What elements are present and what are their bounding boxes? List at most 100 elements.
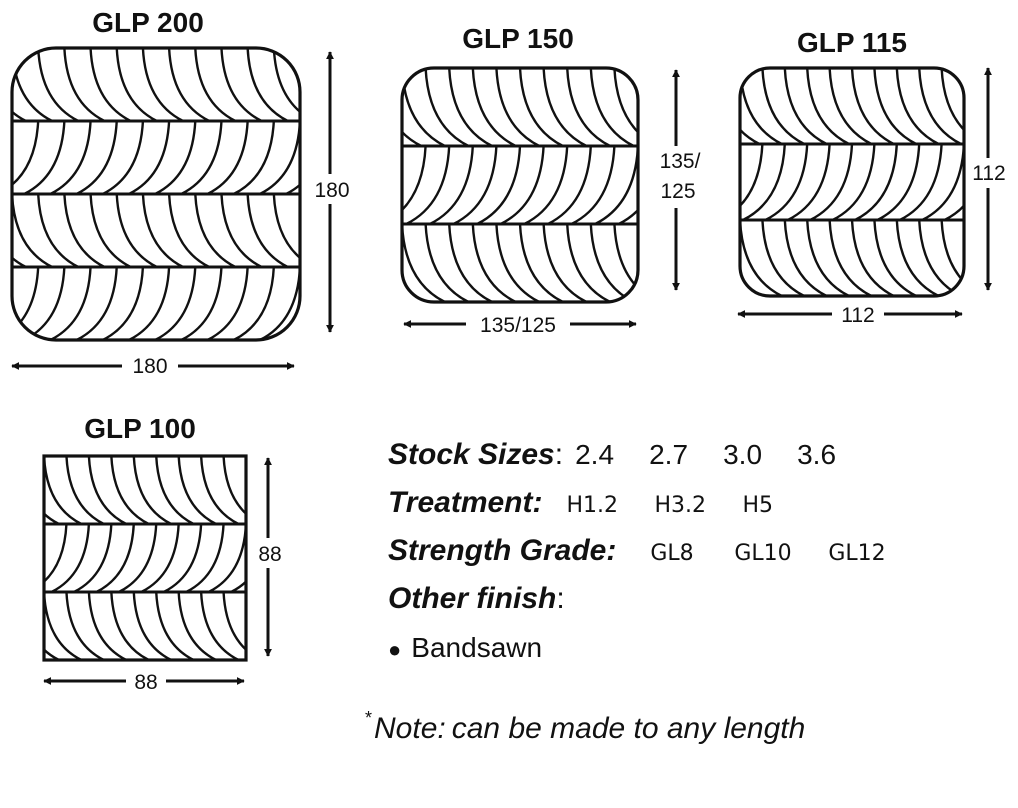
grain-line <box>185 523 225 594</box>
grain-line <box>899 143 943 222</box>
grain-line <box>222 456 246 516</box>
treatment-value: H5 <box>742 493 774 518</box>
grain-line <box>331 68 374 146</box>
grain-line <box>876 143 921 222</box>
grain-line <box>352 48 392 121</box>
strength-grade-value: GL8 <box>650 541 694 566</box>
grain-line <box>873 68 917 146</box>
height-dimension-label: 180 <box>314 179 349 202</box>
grain-line <box>0 592 37 660</box>
profile-title: GLP 200 <box>92 7 204 38</box>
note-label: Note: <box>374 712 446 745</box>
grain-line <box>570 145 616 226</box>
grain-line <box>141 48 184 123</box>
cross-section <box>0 454 350 662</box>
grain-line <box>155 591 195 660</box>
grain-line <box>313 592 350 660</box>
grain-line <box>167 193 210 269</box>
grain-line <box>155 456 195 526</box>
grain-line <box>87 591 127 660</box>
grain-line <box>331 224 374 302</box>
grain-line <box>12 266 40 340</box>
grain-line <box>424 68 470 148</box>
grain-line <box>272 193 300 269</box>
grain-line <box>547 145 592 226</box>
grain-line <box>918 219 962 296</box>
grain-line <box>594 145 638 226</box>
profile-title: GLP 150 <box>462 23 574 54</box>
grain-line <box>662 224 705 302</box>
grain-line <box>244 592 246 605</box>
grain-line <box>180 120 223 196</box>
section-outline <box>400 66 640 304</box>
grain-line <box>685 68 728 146</box>
grain-line <box>298 48 300 123</box>
height-dimension-label: 88 <box>258 543 281 566</box>
width-dimension-label: 88 <box>134 671 157 694</box>
grain-line <box>128 120 171 196</box>
strength-grade-value: GL12 <box>828 541 886 566</box>
grain-line <box>163 523 203 594</box>
finish-value: Bandsawn <box>411 632 543 663</box>
grain-line <box>230 579 246 594</box>
stock-size-value: 3.6 <box>797 439 837 470</box>
grain-line <box>518 68 564 148</box>
grain-line <box>338 267 378 340</box>
grain-line <box>154 120 197 196</box>
grain-line <box>233 266 276 340</box>
grain-line <box>95 523 135 594</box>
grain-line <box>685 224 728 302</box>
grain-line <box>0 456 37 524</box>
height-dimension-label-line2: 125 <box>660 180 695 203</box>
strength-grade-label: Strength Grade: <box>388 534 617 567</box>
grain-line <box>44 647 60 660</box>
other-finish-label: Other finish <box>388 582 557 615</box>
width-dimension-label: 180 <box>132 355 167 378</box>
grain-line <box>542 223 588 302</box>
grain-line <box>180 266 223 340</box>
grain-line <box>128 266 171 340</box>
grain-line <box>0 456 14 524</box>
grain-line <box>962 219 964 296</box>
label-background <box>310 174 354 204</box>
grain-line <box>115 193 158 269</box>
height-dimension-label: 112 <box>972 162 1005 185</box>
grain-line <box>613 223 638 302</box>
grain-line <box>44 524 46 537</box>
grain-line <box>764 143 809 222</box>
cross-section <box>738 66 1018 298</box>
grain-line <box>246 193 289 269</box>
width-dimension-label: 112 <box>841 304 874 327</box>
treatment-label: Treatment: <box>388 486 543 519</box>
grain-line <box>154 266 197 340</box>
grain-line <box>761 68 805 146</box>
grain-line <box>206 120 249 196</box>
grain-line <box>44 511 60 526</box>
profile-glp150: GLP 150 135/ 125 135/125 <box>331 23 728 338</box>
grain-line <box>636 68 638 148</box>
grain-line <box>986 68 1018 144</box>
grain-line <box>199 456 240 526</box>
grain-line <box>208 523 246 594</box>
grain-line <box>379 194 419 267</box>
grain-line <box>167 48 210 123</box>
grain-line <box>613 68 638 148</box>
grain-line <box>873 219 917 296</box>
grain-line <box>12 48 27 123</box>
grain-line <box>244 456 246 469</box>
grain-line <box>49 266 92 340</box>
grain-line <box>110 456 150 526</box>
width-dimension-label: 135/125 <box>480 314 556 337</box>
grain-line <box>177 456 217 526</box>
grain-line <box>355 68 398 146</box>
section-outline <box>42 454 248 662</box>
grain-line <box>199 591 240 660</box>
grain-line <box>518 223 564 302</box>
list-item: ● Bandsawn <box>388 632 988 664</box>
grain-line <box>783 68 828 146</box>
height-dimension-label-line1: 135/ <box>660 150 701 173</box>
grain-line <box>402 145 427 226</box>
label-background <box>652 146 708 208</box>
grain-line <box>405 145 451 226</box>
grain-line <box>0 592 14 660</box>
